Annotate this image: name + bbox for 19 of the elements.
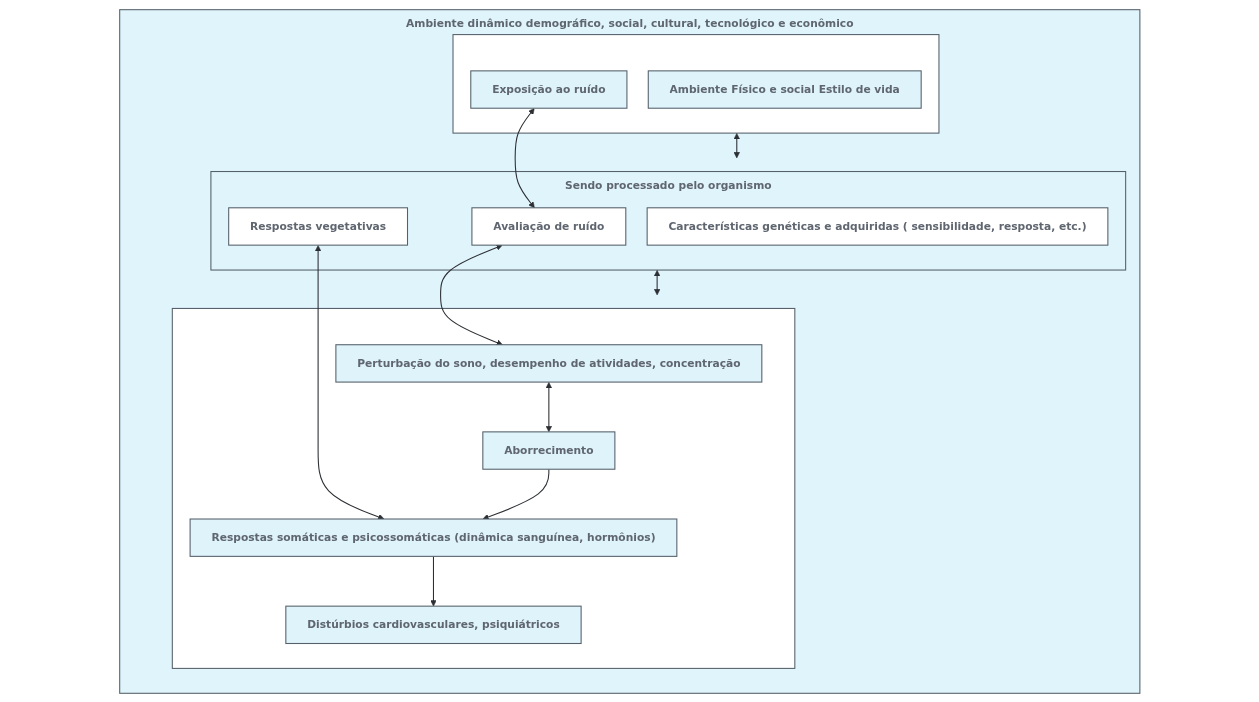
node-box: Distúrbios cardiovasculares, psiquiátricos [285,605,582,644]
node-box: Perturbação do sono, desempenho de atividades, concentração [335,343,763,383]
arrow [653,269,660,295]
cluster [171,307,796,669]
arrow [545,381,552,432]
arrow [482,468,550,520]
arrow [430,555,437,606]
node-box: Exposição ao ruído [469,69,628,109]
arrow [514,107,535,208]
node-box: Ambiente Físico e social Estilo de vida [647,69,922,109]
node-box: Respostas vegetativas [227,206,408,246]
cluster [452,33,940,134]
node-box: Aborrecimento [482,430,616,470]
node-box: Características genéticas e adquiridas ( sensibilidade, resposta, etc.) [646,206,1109,246]
arrow [733,132,740,158]
arrow [439,243,503,346]
node-box: Avaliação de ruído [471,206,627,246]
arrow [314,244,384,520]
node-box: Respostas somáticas e psicossomáticas (dinâmica sanguínea, hormônios) [189,517,678,557]
